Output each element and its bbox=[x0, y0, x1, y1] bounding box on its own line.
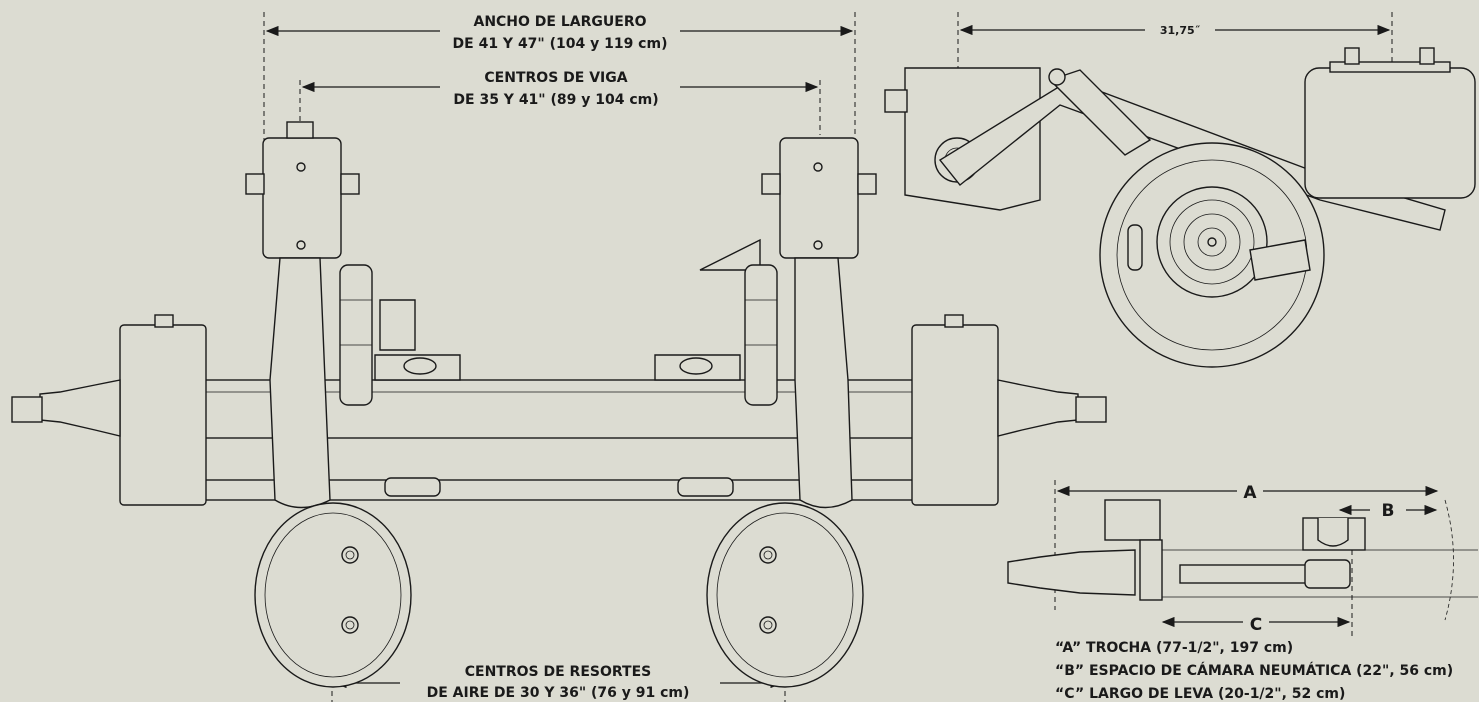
beam-centers-label-line1: CENTROS DE VIGA bbox=[484, 70, 627, 86]
notes: “A” TROCHA (77-1/2", 197 cm) “B” ESPACIO… bbox=[1055, 640, 1453, 702]
top-bracket bbox=[1104, 499, 1161, 541]
c-dimension-label: C bbox=[1250, 615, 1262, 635]
note-a: “A” TROCHA (77-1/2", 197 cm) bbox=[1055, 640, 1293, 656]
b-dimension-label: B bbox=[1382, 501, 1395, 521]
left-spindle bbox=[39, 379, 121, 437]
note-b: “B” ESPACIO DE CÁMARA NEUMÁTICA (22", 56… bbox=[1055, 662, 1453, 679]
side-dimension-label: 31,75˝ bbox=[1160, 24, 1201, 37]
right-trailing-beam bbox=[794, 257, 853, 509]
left-hanger-bracket bbox=[262, 137, 342, 259]
left-hub bbox=[119, 324, 207, 506]
frame-width-label-line2: DE 41 Y 47" (104 y 119 cm) bbox=[453, 36, 668, 52]
beam-centers-label-line2: DE 35 Y 41" (89 y 104 cm) bbox=[453, 92, 658, 108]
top-view: A B C bbox=[1007, 479, 1478, 640]
left-shock-absorber bbox=[339, 264, 373, 406]
right-hanger-bracket bbox=[779, 137, 859, 259]
right-spindle bbox=[997, 379, 1079, 437]
side-air-spring bbox=[1304, 67, 1476, 199]
note-c: “C” LARGO DE LEVA (20-1/2", 52 cm) bbox=[1055, 686, 1345, 702]
left-trailing-beam bbox=[269, 257, 331, 509]
top-camshaft bbox=[1179, 564, 1321, 584]
frame-width-label-line1: ANCHO DE LARGUERO bbox=[473, 14, 646, 30]
side-hanger bbox=[904, 67, 1041, 211]
airspring-centers-label-line1: CENTROS DE RESORTES bbox=[465, 664, 651, 680]
airspring-centers-label-line2: DE AIRE DE 30 Y 36" (76 y 91 cm) bbox=[427, 685, 690, 701]
top-axle-spindle bbox=[1007, 549, 1136, 596]
right-hub bbox=[911, 324, 999, 506]
right-air-spring bbox=[706, 502, 864, 688]
a-dimension-label: A bbox=[1243, 483, 1257, 503]
side-view: 31,75˝ bbox=[884, 12, 1476, 368]
left-air-spring bbox=[254, 502, 412, 688]
side-shock bbox=[1048, 69, 1152, 156]
right-shock-absorber bbox=[744, 264, 778, 406]
front-view: ANCHO DE LARGUERO DE 41 Y 47" (104 y 119… bbox=[11, 8, 1107, 702]
